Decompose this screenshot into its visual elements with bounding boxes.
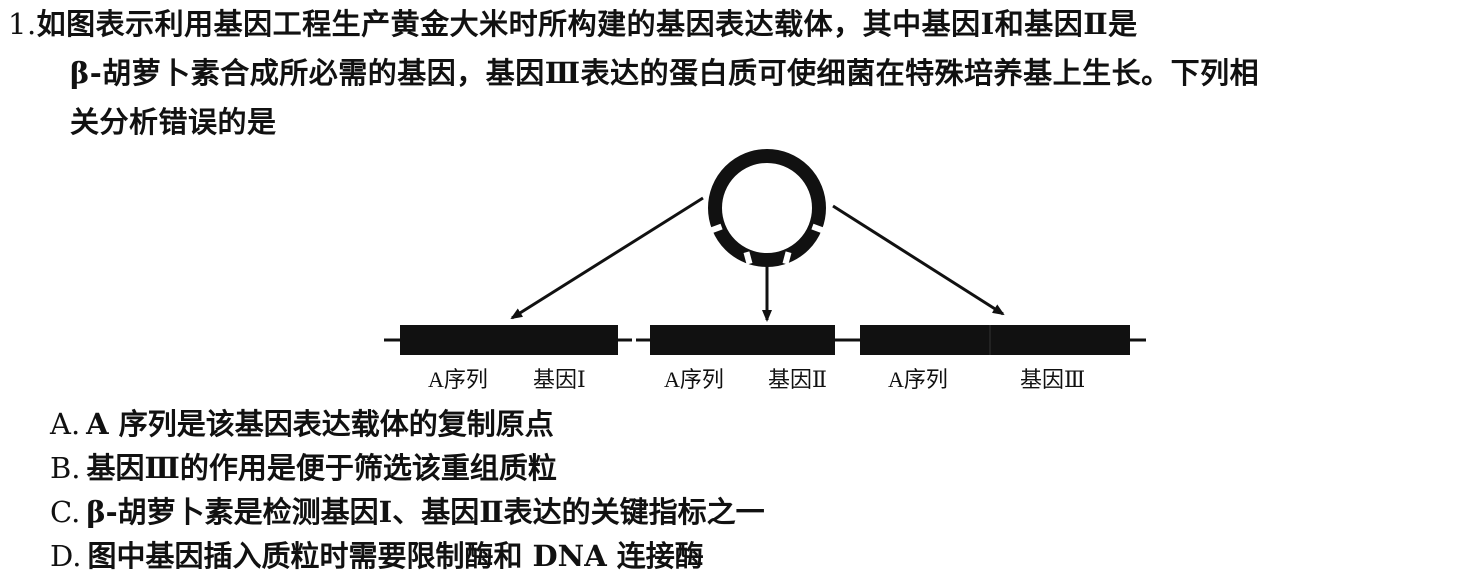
option-b-letter: B. <box>50 451 81 485</box>
gene-label-3: 基因Ⅲ <box>1020 367 1086 392</box>
option-d-letter: D. <box>50 539 82 573</box>
option-c-letter: C. <box>50 495 81 529</box>
option-d-text: 图中基因插入质粒时需要限制酶和 DNA 连接酶 <box>87 539 704 573</box>
dna-segment-2 <box>636 325 850 355</box>
option-c-text: β-胡萝卜素是检测基因Ⅰ、基因Ⅱ表达的关键指标之一 <box>86 495 765 529</box>
stem-line-1: 1.如图表示利用基因工程生产黄金大米时所构建的基因表达载体，其中基因Ⅰ和基因Ⅱ是 <box>8 0 1478 49</box>
option-c[interactable]: C.β-胡萝卜素是检测基因Ⅰ、基因Ⅱ表达的关键指标之一 <box>50 490 765 534</box>
gene-label-1: 基因Ⅰ <box>533 367 586 392</box>
option-a-letter: A. <box>50 407 81 441</box>
arrow-to-segment-1 <box>510 196 704 320</box>
arrow-to-segment-3 <box>832 204 1005 316</box>
question-number: 1. <box>8 7 37 41</box>
stem-line-3: 关分析错误的是 <box>70 105 277 139</box>
option-a[interactable]: A.A 序列是该基因表达载体的复制原点 <box>50 402 765 446</box>
option-b[interactable]: B.基因Ⅲ的作用是便于筛选该重组质粒 <box>50 446 765 490</box>
dna-segment-3 <box>846 325 1146 355</box>
dna-segment-1 <box>384 325 632 355</box>
stem-text-1: 如图表示利用基因工程生产黄金大米时所构建的基因表达载体，其中基因Ⅰ和基因Ⅱ是 <box>36 7 1138 41</box>
option-a-text: A 序列是该基因表达载体的复制原点 <box>86 407 554 441</box>
question-stem: 1.如图表示利用基因工程生产黄金大米时所构建的基因表达载体，其中基因Ⅰ和基因Ⅱ是… <box>8 0 1478 147</box>
gene-label-2: 基因Ⅱ <box>768 367 827 392</box>
sequence-label-1: A序列 <box>428 367 488 392</box>
option-d[interactable]: D.图中基因插入质粒时需要限制酶和 DNA 连接酶 <box>50 534 765 578</box>
plasmid-ring <box>707 149 827 267</box>
stem-line-2: β-胡萝卜素合成所必需的基因，基因Ⅲ表达的蛋白质可使细菌在特殊培养基上生长。下列… <box>70 56 1260 90</box>
answer-options: A.A 序列是该基因表达载体的复制原点 B.基因Ⅲ的作用是便于筛选该重组质粒 C… <box>50 402 765 578</box>
option-b-text: 基因Ⅲ的作用是便于筛选该重组质粒 <box>86 451 557 485</box>
sequence-label-2: A序列 <box>664 367 724 392</box>
sequence-label-3: A序列 <box>888 367 948 392</box>
